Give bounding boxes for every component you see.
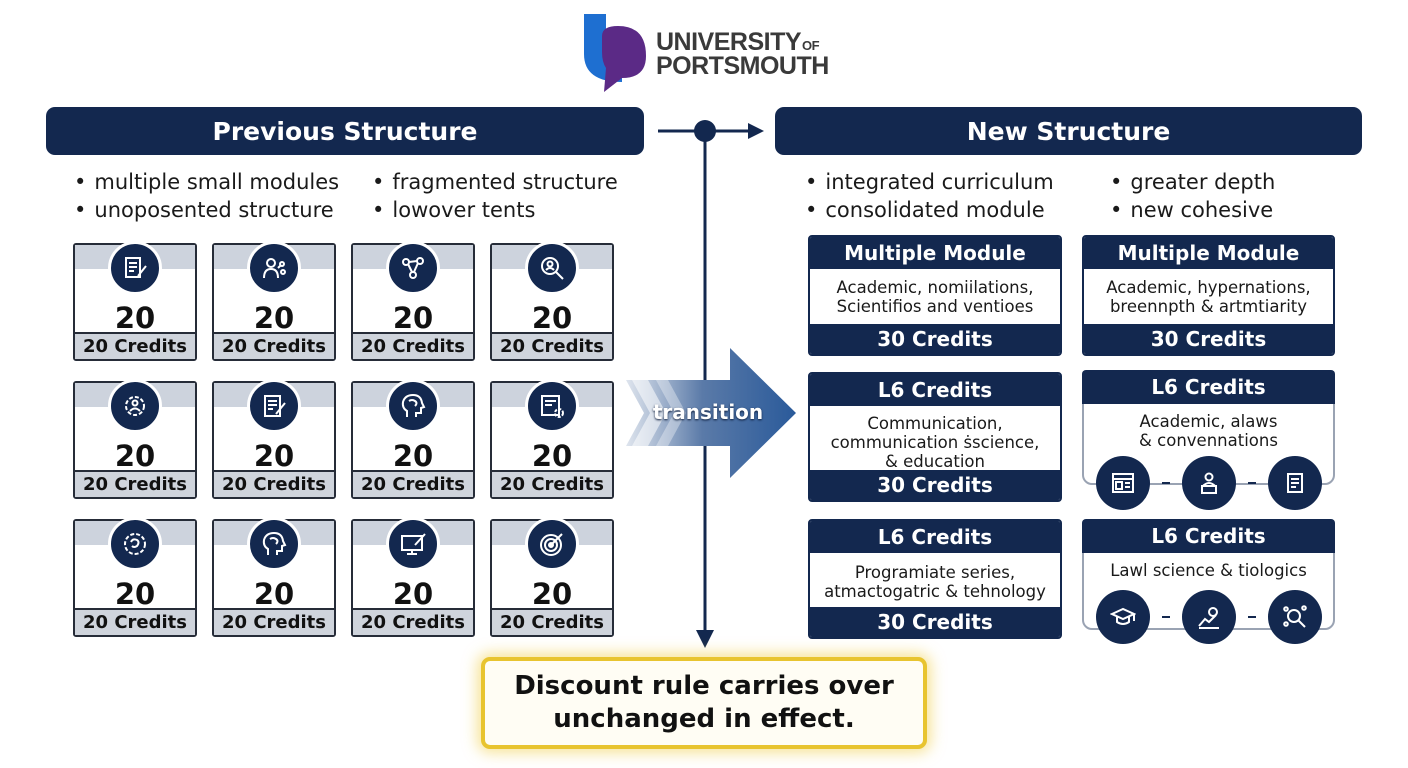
new-bullet: new cohesive [1110,198,1273,222]
gear-brain-icon [108,517,162,571]
gear-people-icon [108,379,162,433]
graduation-cap-icon [1095,590,1150,644]
logo-word-university: UNIVERSITYOF [656,28,820,56]
credit-card: 20 20 Credits [212,517,336,637]
module-credits: 30 Credits [1084,324,1333,354]
logo-word-portsmouth: PORTSMOUTH [656,52,829,80]
credit-label: 20 Credits [492,470,612,497]
credit-card: 20 20 Credits [351,241,475,361]
credit-value: 20 [253,439,295,473]
discount-line: unchanged in effect. [553,704,855,734]
credit-label: 20 Credits [353,332,473,359]
credit-card: 20 20 Credits [73,517,197,637]
module-title: Multiple Module [810,237,1060,269]
module-title: L6 Credits [810,521,1060,553]
module-credits: 30 Credits [810,470,1060,500]
new-bullet: integrated curriculum [805,170,1053,194]
credit-label: 20 Credits [75,332,195,359]
credit-card: 20 20 Credits [73,379,197,499]
document-pen-icon [247,379,301,433]
credit-card: 20 20 Credits [490,379,614,499]
credit-card: 20 20 Credits [490,241,614,361]
credit-value: 20 [392,301,434,335]
monitor-pen-icon [386,517,440,571]
credit-value: 20 [114,577,156,611]
credit-card: 20 20 Credits [212,241,336,361]
module-title: L6 Credits [810,374,1060,406]
module-credits: 30 Credits [810,324,1060,354]
person-network-icon [247,241,301,295]
person-podium-icon [1181,456,1236,510]
module-box: Multiple Module Academic, hypernations, … [1082,235,1335,356]
university-logo: UNIVERSITYOF PORTSMOUTH [582,12,842,94]
credit-label: 20 Credits [214,470,334,497]
previous-bullet: lowover tents [372,198,535,222]
module-icon-row [1084,456,1333,510]
magnifier-person-icon [525,241,579,295]
browser-window-icon [1095,456,1150,510]
credit-value: 20 [253,301,295,335]
credit-label: 20 Credits [353,608,473,635]
credit-value: 20 [531,577,573,611]
transition-arrow [626,348,796,478]
brain-head-icon [386,379,440,433]
credit-card: 20 20 Credits [351,517,475,637]
credit-value: 20 [114,301,156,335]
credit-card: 20 20 Credits [73,241,197,361]
brain-head-icon [247,517,301,571]
module-icon-row [1084,590,1333,644]
credit-value: 20 [531,439,573,473]
network-nodes-icon [386,241,440,295]
credit-label: 20 Credits [214,332,334,359]
discount-callout: Discount rule carries over unchanged in … [481,657,927,749]
credit-value: 20 [531,301,573,335]
credit-label: 20 Credits [214,608,334,635]
target-icon [525,517,579,571]
credit-label: 20 Credits [353,470,473,497]
credit-label: 20 Credits [492,608,612,635]
module-description: Academic, nomiilations, Scientifios and … [836,278,1034,316]
credit-value: 20 [114,439,156,473]
previous-structure-header: Previous Structure [46,107,644,155]
previous-bullet: multiple small modules [74,170,339,194]
credit-card: 20 20 Credits [351,379,475,499]
credit-value: 20 [253,577,295,611]
new-bullet: greater depth [1110,170,1275,194]
module-description: Lawl science & tiologics [1110,561,1307,580]
molecule-magnifier-icon [1267,590,1322,644]
scroll-document-icon [1267,456,1322,510]
module-description: Programiate series, atmactogatric & tehn… [824,563,1046,601]
module-box: L6 Credits Lawl science & tiologics [1082,519,1335,644]
credit-label: 20 Credits [75,470,195,497]
document-edit-icon [108,241,162,295]
module-box: L6 Credits Programiate series, atmactoga… [808,519,1062,639]
module-box: Multiple Module Academic, nomiilations, … [808,235,1062,356]
credit-label: 20 Credits [492,332,612,359]
module-title: L6 Credits [1082,519,1335,553]
new-bullet: consolidated module [805,198,1044,222]
module-description: Communication, communication ṡscience, &… [830,414,1040,471]
discount-line: Discount rule carries over [514,671,894,701]
module-box: L6 Credits Communication, communication … [808,372,1062,502]
portsmouth-shield-icon [584,14,646,92]
previous-bullet: unoposented structure [74,198,333,222]
credit-value: 20 [392,577,434,611]
credit-card: 20 20 Credits [490,517,614,637]
idea-chart-icon [1181,590,1236,644]
credit-label: 20 Credits [75,608,195,635]
module-title: Multiple Module [1084,237,1333,269]
module-credits: 30 Credits [810,607,1060,637]
module-box: L6 Credits Academic, alaws & convennatio… [1082,370,1335,510]
module-title: L6 Credits [1082,370,1335,404]
previous-bullet: fragmented structure [372,170,617,194]
new-structure-header: New Structure [775,107,1362,155]
module-description: Academic, hypernations, breennpth & artm… [1106,278,1311,316]
credit-card: 20 20 Credits [212,379,336,499]
module-description: Academic, alaws & convennations [1139,412,1278,450]
document-gear-icon [525,379,579,433]
transition-label: transition [652,400,764,424]
credit-value: 20 [392,439,434,473]
